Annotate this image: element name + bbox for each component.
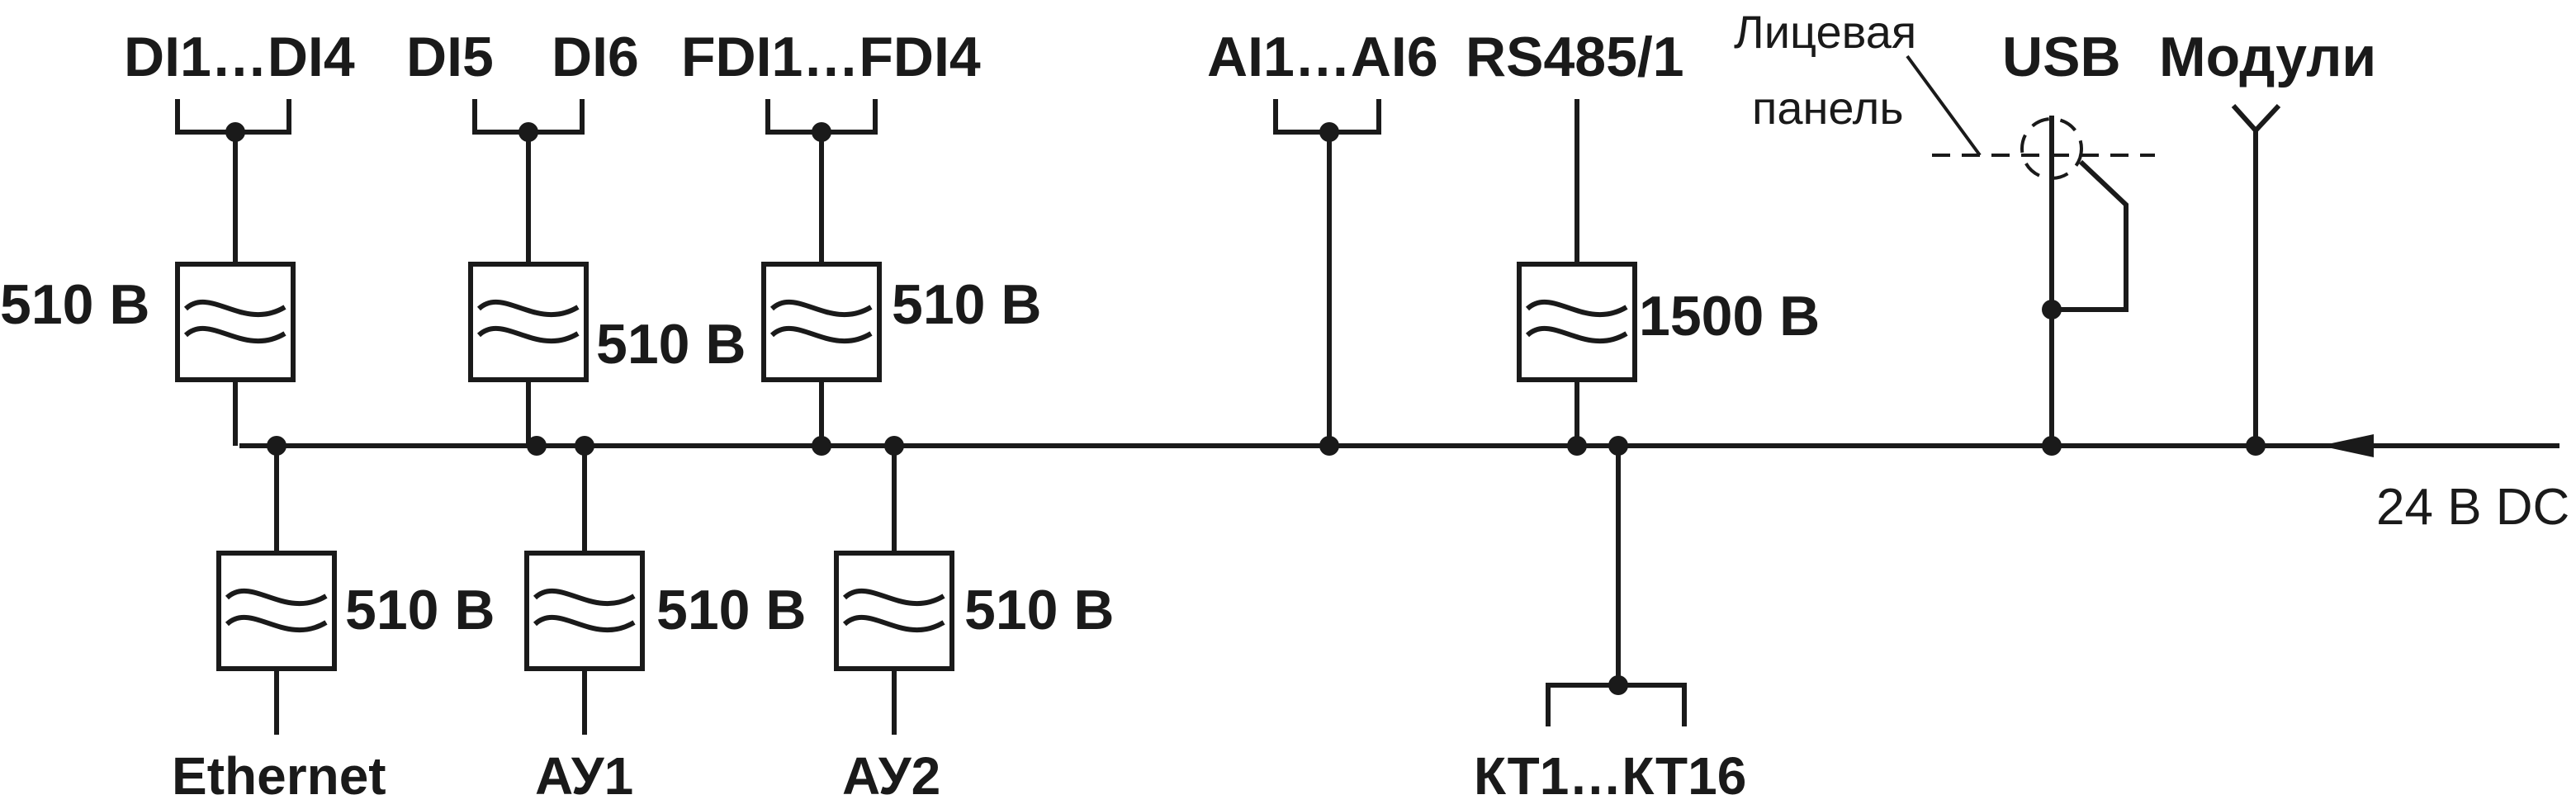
isolator-ay1 [527,553,642,669]
label-power-24v: 24 В DC [2376,479,2569,536]
label-fdi1-fdi4: FDI1…FDI4 [681,26,981,88]
label-ay2: АУ2 [842,746,940,806]
label-usb: USB [2002,26,2121,88]
bus-junctions [267,436,2266,456]
branch-rs485 [1519,99,1635,446]
label-ay1: АУ1 [535,746,633,806]
branch-fdi [764,99,879,446]
label-face-panel-2: панель [1752,82,1904,134]
voltage-ay1: 510 В [656,579,806,641]
isolator-ethernet [219,553,334,669]
branch-di5-di6 [471,99,586,446]
label-face-panel-1: Лицевая [1734,6,1916,58]
isolator-ay2 [836,553,952,669]
branch-ethernet [219,446,334,735]
label-di5: DI5 [406,26,494,88]
voltage-di5-di6: 510 В [596,313,746,376]
label-ai1-ai6: AI1…AI6 [1207,26,1438,88]
branch-usb [1906,54,2155,446]
branch-ai [1273,99,1381,446]
branch-modules [2231,103,2281,446]
label-kt: КТ1…КТ16 [1474,746,1746,806]
branch-ay1 [527,446,642,735]
label-di1-di4: DI1…DI4 [124,26,355,88]
voltage-ay2: 510 В [964,579,1114,641]
isolator-rs485 [1519,264,1635,380]
voltage-rs485: 1500 В [1639,285,1820,348]
label-ethernet: Ethernet [172,746,386,806]
label-di6: DI6 [552,26,639,88]
power-arrow-icon [2320,434,2374,457]
voltage-ethernet: 510 В [345,579,495,641]
branch-ay2 [836,446,952,735]
label-rs485: RS485/1 [1466,26,1684,88]
isolator-di5-di6 [471,264,586,380]
branch-di1-di4 [175,99,293,446]
label-modules: Модули [2159,26,2376,88]
branch-kt [1546,446,1687,726]
isolator-fdi [764,264,879,380]
voltage-fdi: 510 В [892,273,1041,336]
isolator-di1-di4 [178,264,293,380]
voltage-di1-di4: 510 В [0,273,149,336]
